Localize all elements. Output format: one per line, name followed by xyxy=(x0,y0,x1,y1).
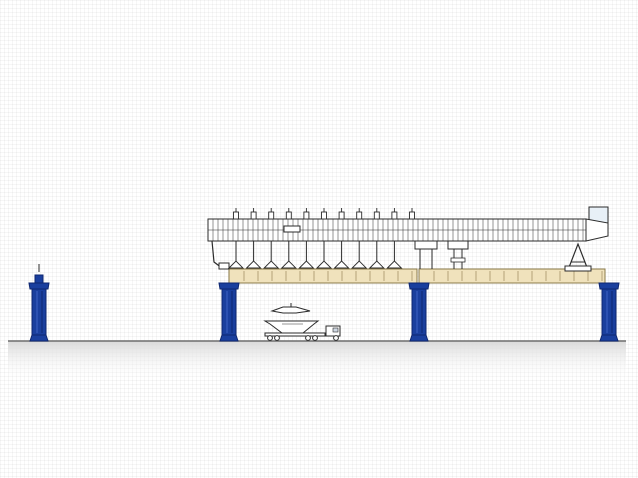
winch xyxy=(338,211,345,220)
deck-span-left xyxy=(228,268,418,284)
gantry-nose xyxy=(585,218,609,242)
bridge-pier-icon xyxy=(408,282,430,342)
launching-gantry-icon xyxy=(207,206,609,272)
front-support-leg xyxy=(567,242,589,271)
segment-hangers xyxy=(227,241,403,269)
segment-hanger-icon xyxy=(333,241,350,269)
segment-hanger-icon xyxy=(315,241,333,269)
middle-lifting-frame xyxy=(414,240,469,269)
transport-truck-icon xyxy=(263,303,341,341)
piers-group xyxy=(28,264,620,342)
winch xyxy=(321,211,327,220)
segment-hanger-icon xyxy=(351,241,368,269)
winch xyxy=(373,211,380,220)
segment-hanger-icon xyxy=(298,241,315,269)
winch xyxy=(268,211,275,220)
ground xyxy=(8,340,626,381)
segment-hanger-icon xyxy=(386,241,403,269)
winch xyxy=(285,211,292,220)
winch xyxy=(303,211,310,220)
bridge-deck xyxy=(228,268,606,284)
winch xyxy=(391,211,398,220)
segment-hanger-icon xyxy=(280,241,297,269)
segment-hanger-icon xyxy=(368,241,385,269)
winch xyxy=(409,211,415,220)
precast-segment xyxy=(263,320,320,334)
segment-hanger-icon xyxy=(245,241,262,269)
winch xyxy=(233,211,239,220)
deck-span-right xyxy=(418,268,606,284)
segment-hanger-icon xyxy=(227,241,245,269)
segment-hanger-icon xyxy=(263,241,280,269)
winch xyxy=(250,211,257,220)
gantry-trolley xyxy=(283,225,301,233)
bridge-pier-icon xyxy=(28,264,50,342)
winch xyxy=(356,211,363,220)
bridge-pier-icon xyxy=(598,282,620,342)
bridge-pier-icon xyxy=(218,282,240,342)
